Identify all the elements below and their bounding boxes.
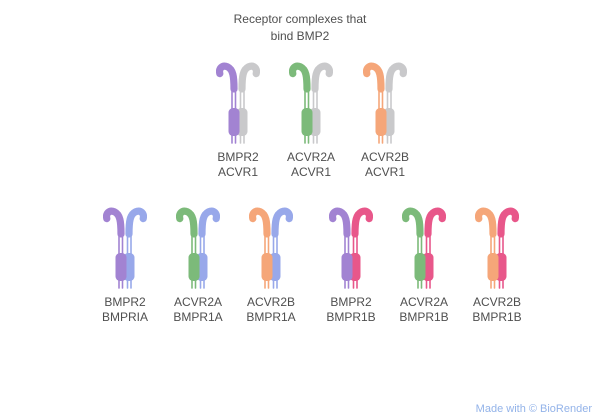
- receptor-pair-figure: [402, 207, 446, 289]
- receptor-pair-figure: [363, 62, 407, 144]
- transmembrane-domain: [261, 253, 273, 281]
- receptor-hook: [216, 62, 238, 93]
- complex-label-line2: ACVR1: [217, 165, 258, 179]
- receptor-hook: [497, 207, 519, 238]
- receptor-hook: [329, 207, 351, 238]
- receptor-hook: [125, 207, 147, 238]
- complex-label-line1: ACVR2B: [472, 295, 522, 309]
- receptor-pair-figure: [249, 207, 293, 289]
- complex-label-line2: BMPR1A: [246, 310, 296, 324]
- biorender-watermark: Made with © BioRender: [475, 403, 592, 415]
- transmembrane-domain: [188, 253, 200, 281]
- diagram-title: Receptor complexes that bind BMP2: [0, 11, 600, 44]
- transmembrane-domain: [228, 108, 240, 136]
- receptor-pair-figure: [289, 62, 333, 144]
- receptor-acvr2a: [402, 207, 426, 289]
- transmembrane-domain: [301, 108, 313, 136]
- receptor-hook: [176, 207, 198, 238]
- receptor-acvr2a: [289, 62, 313, 144]
- receptor-pair-figure: [176, 207, 220, 289]
- receptor-pair-figure: [103, 207, 147, 289]
- complex-label-line2: BMPR1B: [399, 310, 449, 324]
- transmembrane-domain: [115, 253, 127, 281]
- diagram-title-line1: Receptor complexes that: [233, 12, 367, 26]
- complex-label-line2: ACVR1: [290, 165, 331, 179]
- complex-label-line1: BMPR2: [217, 150, 259, 164]
- complex-label-line1: BMPR2: [104, 295, 146, 309]
- receptor-hook: [271, 207, 293, 238]
- receptor-pair-figure: [329, 207, 373, 289]
- receptor-hook: [424, 207, 446, 238]
- receptor-hook: [249, 207, 271, 238]
- receptor-acvr2b: [363, 62, 387, 144]
- receptor-hook: [198, 207, 220, 238]
- complex-label-line1: ACVR2B: [360, 150, 410, 164]
- receptor-hook: [289, 62, 311, 93]
- complex-label-line2: ACVR1: [364, 165, 405, 179]
- receptor-bmpr2: [329, 207, 353, 289]
- receptor-hook: [385, 62, 407, 93]
- transmembrane-domain: [375, 108, 387, 136]
- receptor-hook: [363, 62, 385, 93]
- receptor-hook: [475, 207, 497, 238]
- receptor-hook: [311, 62, 333, 93]
- complex-label-line2: BMPR1A: [173, 310, 223, 324]
- receptor-acvr2b: [475, 207, 499, 289]
- diagram-title-line2: bind BMP2: [270, 28, 330, 43]
- receptor-pair-figure: [216, 62, 260, 144]
- receptor-hook: [103, 207, 125, 238]
- complex-label-line2: BMPRIA: [101, 310, 148, 324]
- complex-label-line1: BMPR2: [330, 295, 372, 309]
- receptor-bmpr2: [216, 62, 240, 144]
- receptor-acvr2a: [176, 207, 200, 289]
- complex-label-line2: BMPR1B: [472, 310, 522, 324]
- transmembrane-domain: [487, 253, 499, 281]
- complex-label-line1: ACVR2A: [399, 295, 449, 309]
- receptor-acvr1: [309, 62, 333, 144]
- transmembrane-domain: [414, 253, 426, 281]
- receptor-acvr2b: [249, 207, 273, 289]
- receptor-hook: [351, 207, 373, 238]
- transmembrane-domain: [341, 253, 353, 281]
- complex-label-line2: BMPR1B: [326, 310, 376, 324]
- receptor-pair-figure: [475, 207, 519, 289]
- receptor-bmpr2: [103, 207, 127, 289]
- receptor-hook: [402, 207, 424, 238]
- complex-label-line1: ACVR2A: [286, 150, 336, 164]
- complex-label-line1: ACVR2B: [246, 295, 296, 309]
- receptor-hook: [238, 62, 260, 93]
- complex-label-line1: ACVR2A: [173, 295, 223, 309]
